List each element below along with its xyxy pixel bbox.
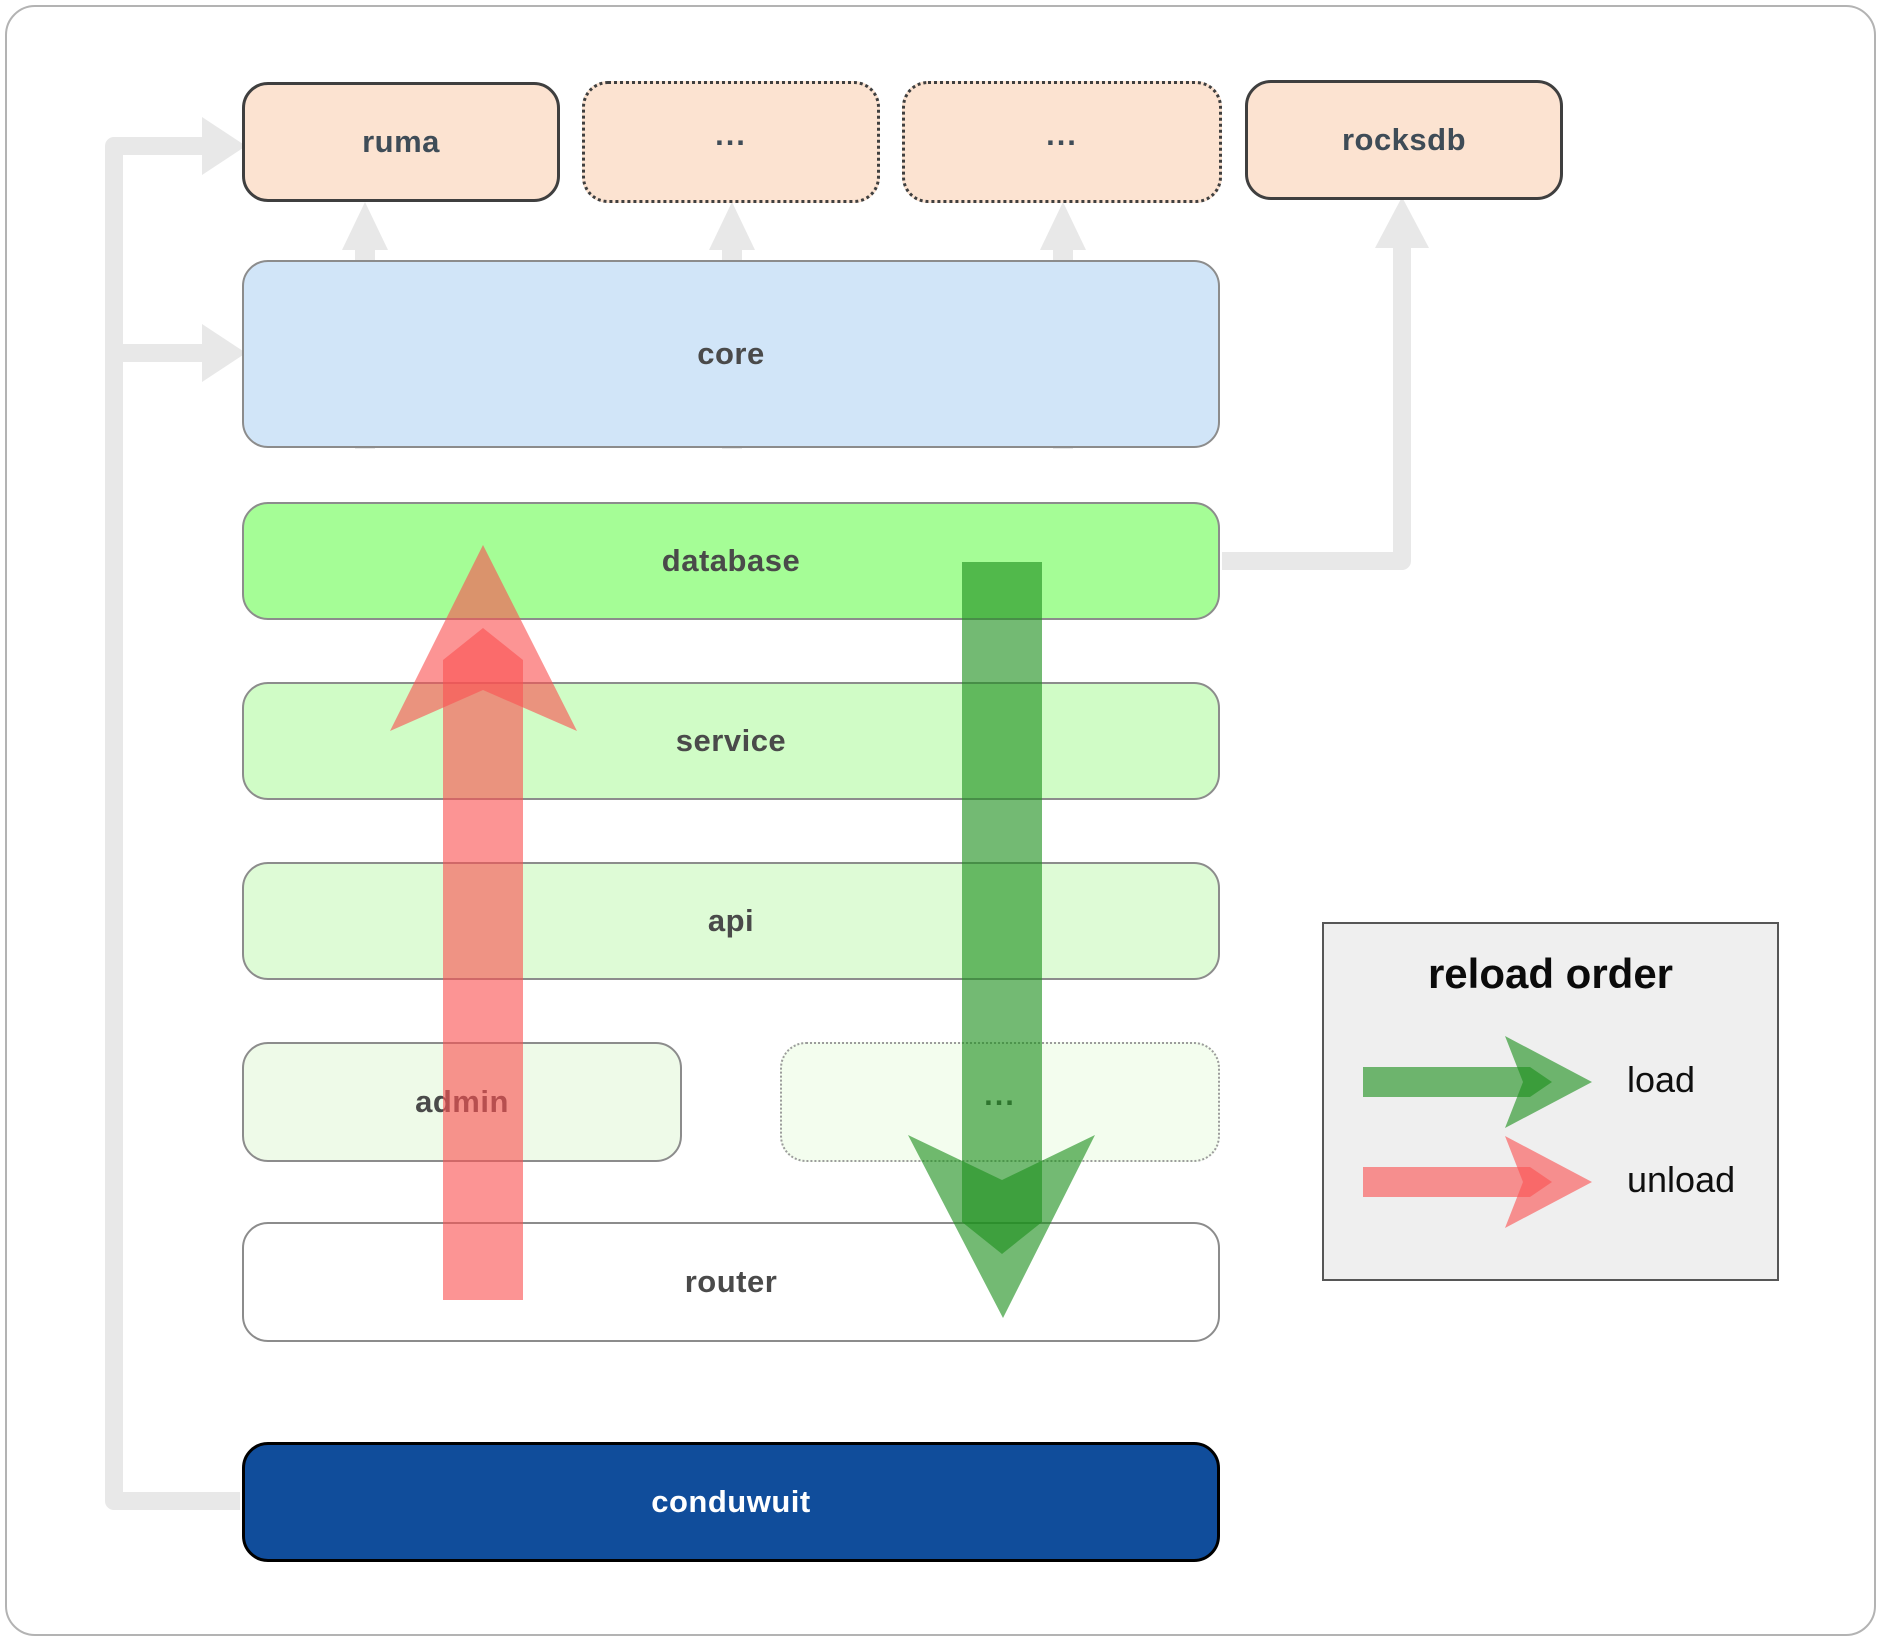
outer-frame — [5, 5, 1876, 1636]
legend-title: reload order — [1427, 950, 1674, 997]
node-ellipsis-top-2-label: ... — [1046, 117, 1078, 152]
node-rocksdb-label: rocksdb — [1341, 122, 1467, 157]
node-ellipsis-admin: ... — [780, 1042, 1220, 1162]
node-ellipsis-top-1-label: ... — [715, 117, 747, 152]
node-ellipsis-top-2: ... — [902, 81, 1222, 203]
node-database: database — [242, 502, 1220, 620]
node-ellipsis-top-1: ... — [582, 81, 880, 203]
node-router-label: router — [684, 1264, 778, 1299]
legend-unload-label: unload — [1627, 1159, 1736, 1200]
node-core: core — [242, 260, 1220, 448]
node-admin-label: admin — [415, 1084, 509, 1119]
node-core-label: core — [697, 336, 765, 371]
node-api: api — [242, 862, 1220, 980]
node-ruma-label: ruma — [362, 124, 440, 159]
node-rocksdb: rocksdb — [1245, 80, 1563, 200]
legend-reload-order: reload order — [1322, 922, 1779, 1281]
node-conduwuit: conduwuit — [242, 1442, 1220, 1562]
legend-load-label: load — [1627, 1059, 1696, 1100]
node-database-label: database — [661, 543, 801, 578]
node-router: router — [242, 1222, 1220, 1342]
node-service: service — [242, 682, 1220, 800]
node-admin: admin — [242, 1042, 682, 1162]
node-ruma: ruma — [242, 82, 560, 202]
node-service-label: service — [675, 723, 787, 758]
node-api-label: api — [707, 903, 755, 938]
node-conduwuit-label: conduwuit — [651, 1484, 811, 1519]
node-ellipsis-admin-label: ... — [984, 1077, 1016, 1112]
